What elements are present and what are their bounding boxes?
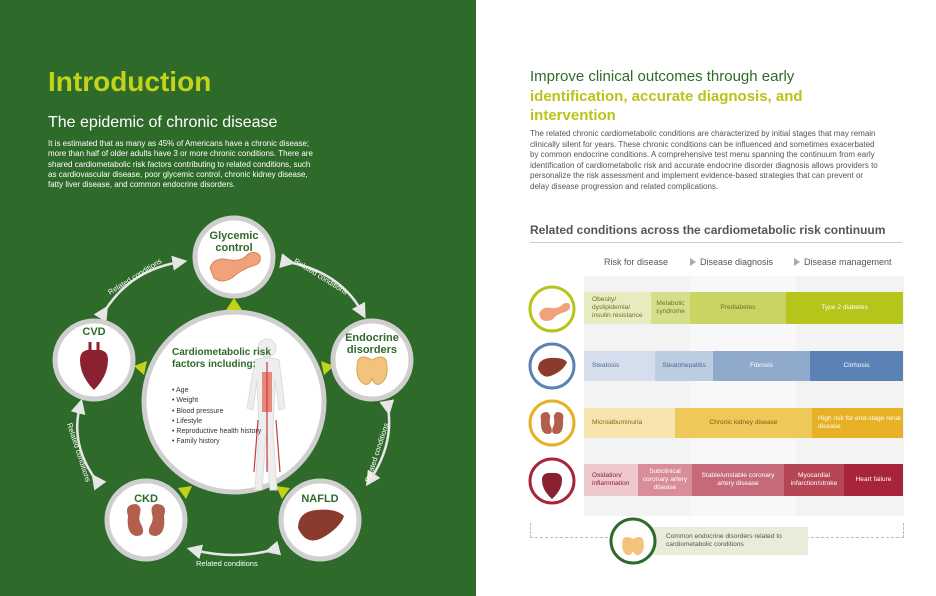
phase-diagnosis: Disease diagnosis xyxy=(690,257,773,267)
cell-end-stage-renal: High risk for end-stage renal disease xyxy=(812,408,903,438)
risk-factor-list: Age Weight Blood pressure Lifestyle Repr… xyxy=(172,386,272,448)
phase-management: Disease management xyxy=(794,257,892,267)
risk-factor-item: Lifestyle xyxy=(172,417,272,427)
risk-factor-item: Age xyxy=(172,386,272,396)
cell-prediabetes: Prediabetes xyxy=(690,292,786,324)
phase-risk: Risk for disease xyxy=(604,257,669,267)
node-glycemic xyxy=(192,215,276,299)
related-arrow-glycemic-endocrine xyxy=(279,253,366,319)
phase-arrow-icon xyxy=(794,258,800,266)
row-icon-kidney xyxy=(528,399,576,447)
node-endocrine xyxy=(330,318,414,402)
node-label-glycemic: Glycemic control xyxy=(209,230,259,254)
cell-cirrhosis: Cirrhosis xyxy=(810,351,903,381)
cell-subclinical-cad: Subclinical coronary artery disease xyxy=(638,464,692,496)
related-arrow-endocrine-nafld xyxy=(365,399,395,487)
risk-factor-item: Reproductive health history xyxy=(172,427,272,437)
risk-factor-item: Family history xyxy=(172,437,272,447)
cell-steatohepatitis: Steatohepatitis xyxy=(655,351,713,381)
cell-type2-diabetes: Type 2 diabetes xyxy=(786,292,903,324)
node-label-cvd: CVD xyxy=(82,326,106,338)
cell-microalbuminuria: Microalbuminuria xyxy=(584,408,675,438)
kidneys-icon xyxy=(127,504,165,536)
heart-icon xyxy=(542,472,562,499)
row-icon-heart xyxy=(528,457,576,505)
right-heading-line1: Improve clinical outcomes through early xyxy=(530,68,795,85)
endocrine-note: Common endocrine disorders related to ca… xyxy=(636,527,808,555)
pointer-glycemic xyxy=(226,298,242,310)
cell-obesity: Obesity/ dyslipidemia/ insulin resistanc… xyxy=(584,292,651,324)
cell-metabolic-syndrome: Metabolic syndrome xyxy=(651,292,690,324)
cell-fibrosis: Fibrosis xyxy=(713,351,810,381)
risk-factor-item: Weight xyxy=(172,396,272,406)
cell-stable-unstable-cad: Stable/unstable coronary artery disease xyxy=(692,464,784,496)
pointer-endocrine xyxy=(321,361,334,375)
page-title: Introduction xyxy=(48,66,212,97)
section-divider xyxy=(530,242,902,243)
pointer-ckd xyxy=(178,486,192,499)
section-title: Related conditions across the cardiometa… xyxy=(530,223,886,237)
right-heading-line2: identification, accurate diagnosis, and … xyxy=(530,88,803,124)
row-icon-pancreas xyxy=(528,285,576,333)
cell-mi-stroke: Myocardial infarction/stroke xyxy=(784,464,844,496)
node-nafld xyxy=(278,478,362,562)
node-label-ckd: CKD xyxy=(134,493,158,505)
pancreas-icon xyxy=(209,251,261,282)
cell-heart-failure: Heart failure xyxy=(844,464,903,496)
node-label-nafld: NAFLD xyxy=(301,493,339,505)
risk-factor-item: Blood pressure xyxy=(172,407,272,417)
pancreas-icon xyxy=(539,302,571,321)
cell-ckd: Chronic kidney disease xyxy=(675,408,812,438)
pointer-cvd xyxy=(134,361,147,375)
liver-icon xyxy=(538,357,567,377)
cell-steatosis: Steatosis xyxy=(584,351,655,381)
intro-body: It is estimated that as many as 45% of A… xyxy=(48,139,313,190)
related-arrow-ckd-cvd xyxy=(70,398,107,491)
row-icon-liver xyxy=(528,342,576,390)
related-arrow-nafld-ckd xyxy=(186,540,282,560)
node-ckd xyxy=(104,478,188,562)
node-label-endocrine: Endocrine disorders xyxy=(345,332,399,356)
thyroid-icon xyxy=(622,537,644,556)
thyroid-icon xyxy=(356,356,388,385)
row-icon-thyroid xyxy=(609,517,657,565)
node-cvd xyxy=(52,318,136,402)
phase-arrow-icon xyxy=(690,258,696,266)
right-body: The related chronic cardiometabolic cond… xyxy=(530,129,878,191)
cell-oxidation: Oxidation/ inflammation xyxy=(584,464,638,496)
intro-subtitle: The epidemic of chronic disease xyxy=(48,114,278,131)
related-arrow-cvd-glycemic xyxy=(93,255,188,323)
related-label-nafld-ckd: Related conditions xyxy=(196,559,258,568)
heart-icon xyxy=(80,349,108,390)
kidney-icon xyxy=(540,412,564,434)
center-title: Cardiometabolic risk factors including: xyxy=(172,347,271,370)
pointer-nafld xyxy=(276,486,290,499)
liver-icon xyxy=(298,509,344,541)
